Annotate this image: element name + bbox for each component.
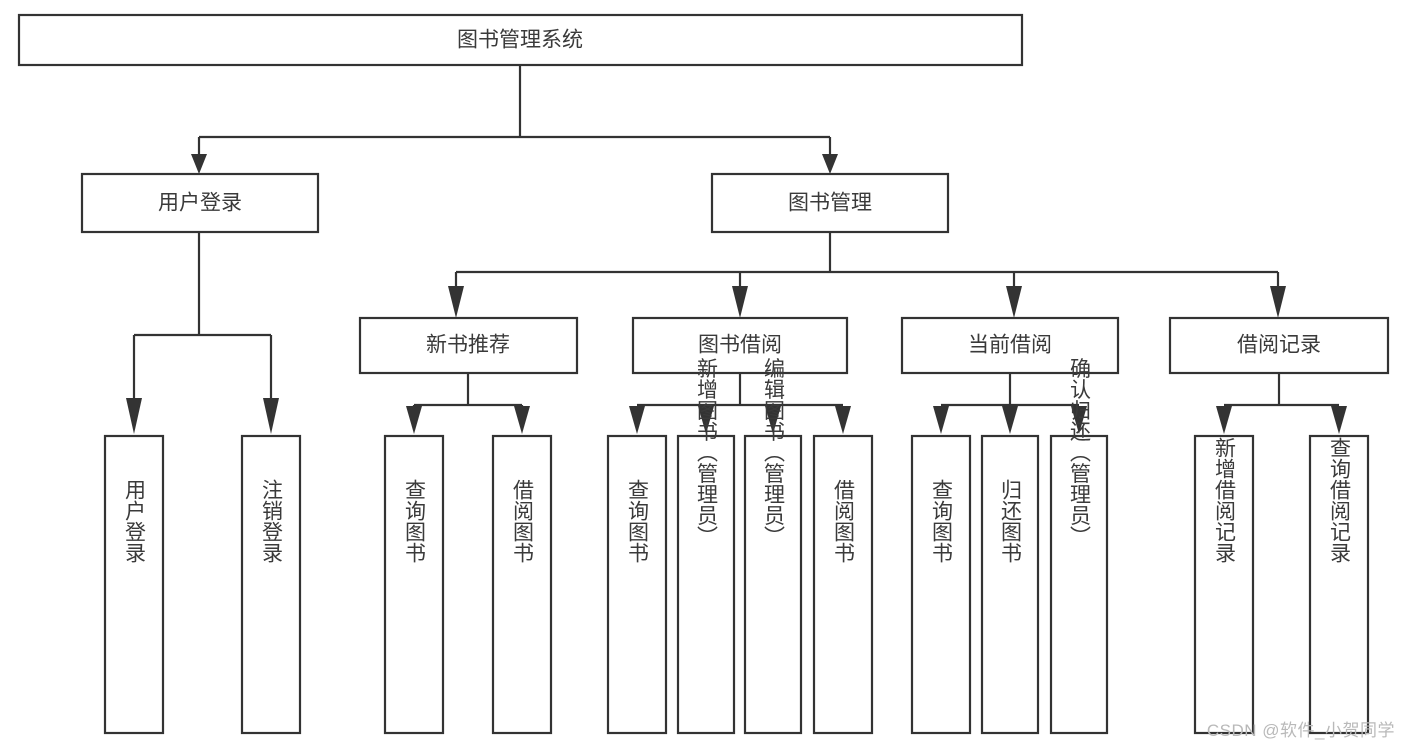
arrow-head-record-leaf-2 (1331, 406, 1347, 434)
arrow-head-to-borrow-record (1270, 286, 1286, 318)
leaf-node-borrow-book-rec-label: 借阅图书 (511, 479, 535, 563)
arrow-head-logout-leaf (263, 398, 279, 434)
arrow-head-newbook-leaf-2 (514, 406, 530, 434)
leaf-node-return-book-box[interactable] (980, 434, 1040, 735)
leaf-node-edit-book-admin[interactable]: 编辑图书（管理员） (743, 358, 803, 735)
leaf-node-add-book-admin-label: 新增图书（管理员） (695, 358, 719, 547)
leaf-node-query-book-rec-label: 查询图书 (403, 479, 427, 563)
leaf-node-add-borrow-record-box[interactable] (1193, 434, 1255, 735)
leaf-node-edit-book-admin-label: 编辑图书（管理员） (762, 358, 786, 547)
leaf-node-query-book-current-box[interactable] (910, 434, 972, 735)
leaf-node-return-book[interactable]: 归还图书 (980, 434, 1040, 735)
leaf-node-add-book-admin-box[interactable] (676, 434, 736, 735)
leaf-node-query-book-borrow-box[interactable] (606, 434, 668, 735)
leaf-node-query-book-current[interactable]: 查询图书 (910, 434, 972, 735)
node-new-book-recommendation-box[interactable] (358, 316, 579, 375)
leaf-node-borrow-book[interactable]: 借阅图书 (812, 434, 874, 735)
node-root-box[interactable] (17, 13, 1024, 67)
leaf-node-logout-label: 注销登录 (260, 479, 284, 563)
node-current-borrow[interactable]: 当前借阅 (900, 316, 1120, 375)
leaf-node-query-borrow-record-box[interactable] (1308, 434, 1370, 735)
node-book-management-box[interactable] (710, 172, 950, 234)
leaf-node-borrow-book-rec-box[interactable] (491, 434, 553, 735)
leaf-node-borrow-book-rec[interactable]: 借阅图书 (491, 434, 553, 735)
node-new-book-recommendation[interactable]: 新书推荐 (358, 316, 579, 375)
leaf-node-query-book-rec[interactable]: 查询图书 (383, 434, 445, 735)
leaf-node-edit-book-admin-box[interactable] (743, 434, 803, 735)
node-user-login-box[interactable] (80, 172, 320, 234)
leaf-node-query-borrow-record[interactable]: 查询借阅记录 (1308, 434, 1370, 735)
leaf-node-query-book-borrow[interactable]: 查询图书 (606, 434, 668, 735)
leaf-node-confirm-return-admin-box[interactable] (1049, 434, 1109, 735)
node-current-borrow-box[interactable] (900, 316, 1120, 375)
arrow-head-borrow-leaf-4 (835, 406, 851, 434)
leaf-node-logout[interactable]: 注销登录 (240, 434, 302, 735)
node-book-management-label: 图书管理 (788, 192, 872, 215)
node-borrow-record[interactable]: 借阅记录 (1168, 316, 1390, 375)
leaf-node-return-book-label: 归还图书 (999, 479, 1023, 563)
leaf-node-user-login-label: 用户登录 (123, 479, 147, 563)
node-borrow-record-box[interactable] (1168, 316, 1390, 375)
arrow-head-borrow-leaf-1 (629, 406, 645, 434)
leaf-node-confirm-return-admin[interactable]: 确认归还（管理员） (1049, 358, 1109, 735)
node-book-management[interactable]: 图书管理 (710, 172, 950, 234)
leaf-node-add-book-admin[interactable]: 新增图书（管理员） (676, 358, 736, 735)
leaf-node-query-book-borrow-label: 查询图书 (626, 479, 650, 563)
arrow-head-to-user-login (191, 154, 207, 174)
arrow-head-borrow-leaf-3 (765, 406, 781, 434)
leaf-node-query-book-current-label: 查询图书 (930, 479, 954, 563)
arrow-head-to-book-management (822, 154, 838, 174)
arrow-head-current-leaf-1 (933, 406, 949, 434)
node-user-login[interactable]: 用户登录 (80, 172, 320, 234)
leaf-node-borrow-book-box[interactable] (812, 434, 874, 735)
arrow-head-to-current-borrow (1006, 286, 1022, 318)
leaf-node-user-login-box[interactable] (103, 434, 165, 735)
connector-layer (126, 65, 1347, 434)
node-current-borrow-label: 当前借阅 (968, 334, 1052, 357)
arrow-head-to-new-book-rec (448, 286, 464, 318)
node-book-borrow-label: 图书借阅 (698, 334, 782, 357)
leaf-node-query-book-rec-box[interactable] (383, 434, 445, 735)
arrow-head-newbook-leaf-1 (406, 406, 422, 434)
arrow-head-borrow-leaf-2 (698, 406, 714, 434)
node-borrow-record-label: 借阅记录 (1237, 334, 1321, 357)
leaf-node-borrow-book-label: 借阅图书 (832, 479, 856, 563)
arrow-head-current-leaf-3 (1071, 406, 1087, 434)
leaf-node-add-borrow-record[interactable]: 新增借阅记录 (1193, 434, 1255, 735)
node-book-borrow[interactable]: 图书借阅 (631, 316, 849, 375)
leaf-node-confirm-return-admin-label: 确认归还（管理员） (1068, 358, 1092, 547)
leaf-node-query-borrow-record-label: 查询借阅记录 (1328, 437, 1352, 563)
arrow-head-user-login-leaf (126, 398, 142, 434)
leaf-node-add-borrow-record-label: 新增借阅记录 (1213, 437, 1237, 563)
arrow-head-to-book-borrow (732, 286, 748, 318)
leaf-node-user-login[interactable]: 用户登录 (103, 434, 165, 735)
node-user-login-label: 用户登录 (158, 192, 242, 215)
node-root-label: 图书管理系统 (457, 29, 583, 52)
arrow-head-record-leaf-1 (1216, 406, 1232, 434)
node-book-borrow-box[interactable] (631, 316, 849, 375)
arrow-head-current-leaf-2 (1002, 406, 1018, 434)
node-root-system[interactable]: 图书管理系统 (17, 13, 1024, 67)
node-new-book-recommendation-label: 新书推荐 (426, 334, 510, 357)
leaf-node-logout-box[interactable] (240, 434, 302, 735)
